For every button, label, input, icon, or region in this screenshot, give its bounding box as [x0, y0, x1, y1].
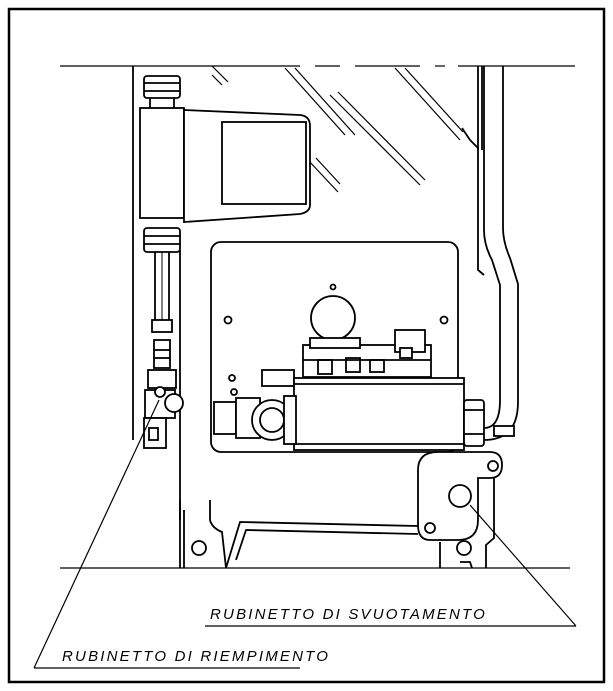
gas-valve	[261, 329, 432, 387]
valve-cylinder	[213, 374, 485, 451]
drain-tap-flange	[417, 451, 503, 541]
leader-lines	[33, 399, 577, 669]
gas-pipe	[461, 66, 519, 441]
fill-pipe	[139, 75, 185, 449]
label-fill-tap: RUBINETTO DI RIEMPIMENTO	[62, 648, 330, 665]
electrode-housing	[183, 109, 311, 223]
frame-rails	[132, 66, 483, 520]
base-frame	[179, 478, 495, 569]
drawing-frame	[7, 7, 606, 684]
label-drain-tap: RUBINETTO DI SVUOTAMENTO	[210, 606, 487, 623]
hatch-lines	[211, 65, 464, 193]
